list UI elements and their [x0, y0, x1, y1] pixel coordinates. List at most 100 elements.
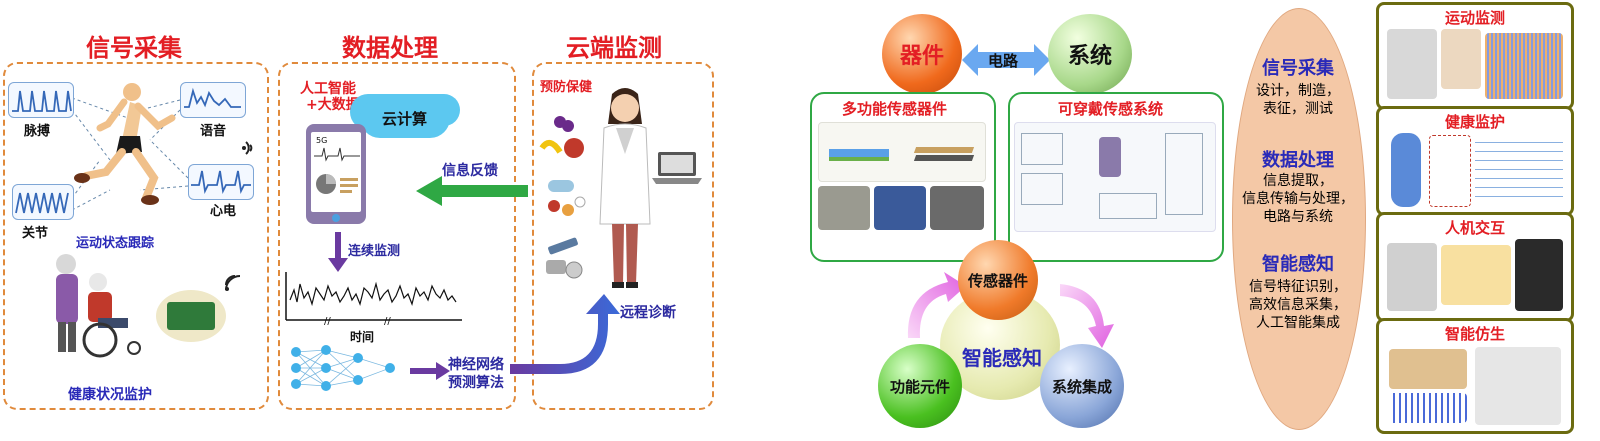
signal-time-plot: // //	[285, 272, 462, 326]
signal-acquisition-title: 信号采集	[86, 34, 182, 62]
robot-arm-image	[1475, 347, 1561, 425]
elderly-wheelchair-figure	[56, 254, 141, 358]
pulse-label: 脉搏	[24, 124, 51, 139]
system-integration-sphere: 系统集成	[1040, 344, 1124, 428]
functional-component-label: 功能元件	[889, 377, 950, 396]
cloud-monitoring-title: 云端监测	[566, 34, 662, 62]
joint-label: 关节	[22, 226, 49, 241]
continuous-monitoring-label: 连续监测	[348, 244, 401, 259]
device-sphere: 器件	[882, 14, 962, 94]
system-sphere: 系统	[1048, 14, 1132, 94]
ecg-label: 心电	[210, 204, 237, 219]
panel-title-motion: 运动监测	[1444, 9, 1505, 27]
runner-figure	[74, 83, 176, 205]
sensor-device-label: 传感器件	[967, 271, 1028, 290]
wifi-icon	[225, 275, 241, 291]
laptop-icon	[652, 152, 702, 184]
panel-health-monitoring: 健康监护	[1376, 106, 1574, 216]
data-processing-title: 数据处理	[342, 34, 438, 62]
multifunction-sensor-title: 多功能传感器件	[842, 100, 948, 118]
medical-devices-icon	[546, 237, 583, 279]
exercise-bike-image	[1387, 29, 1437, 99]
circuit-label: 电路	[988, 52, 1019, 70]
cloud-computing-label: 云计算	[382, 110, 428, 128]
cycle-arrow-right	[1060, 284, 1114, 348]
signal-strips-image	[1389, 393, 1467, 423]
neural-network-label-line2: 预测算法	[448, 375, 504, 391]
system-integration-label: 系统集成	[1051, 377, 1112, 396]
neural-net-diagram	[1441, 245, 1511, 305]
data-processing-frame	[278, 62, 516, 410]
multifunction-sensor-box	[810, 92, 996, 262]
intelligent-sensing-label: 智能感知	[962, 346, 1042, 370]
ecg-waveform	[188, 164, 254, 200]
panel-title-health: 健康监护	[1444, 113, 1505, 131]
ellipse-text-3b: 高效信息采集，	[1249, 297, 1347, 313]
phone-home-button	[332, 214, 340, 222]
remote-diagnosis-label: 远程诊断	[620, 305, 676, 321]
svg-text://: //	[384, 316, 391, 326]
sensor-chip-photo	[156, 290, 226, 342]
panel-human-machine: 人机交互	[1376, 212, 1574, 322]
ellipse-text-1b: 表征，测试	[1263, 101, 1333, 117]
feedback-arrow	[416, 176, 528, 206]
system-label: 系统	[1067, 44, 1112, 69]
sensor-glove-image	[1387, 243, 1437, 311]
joint-waveform	[12, 184, 74, 220]
motion-tracking-label: 运动状态跟踪	[76, 236, 155, 251]
signal-acquisition-frame	[3, 62, 269, 410]
human-body-image	[1391, 133, 1421, 207]
panel-title-bionic: 智能仿生	[1444, 325, 1505, 343]
wearable-system-box	[1008, 92, 1224, 262]
remote-diagnosis-arrow	[510, 294, 620, 374]
cloud-computing-bubble	[360, 98, 450, 138]
neural-network-label-line1: 神经网络	[448, 357, 504, 373]
ellipse-text-2b: 信息传输与处理，	[1242, 191, 1354, 207]
phone-pie-chart	[316, 174, 358, 194]
tactile-array-image	[1389, 349, 1467, 389]
wearable-system-illustration	[1014, 122, 1216, 232]
pills-icon	[548, 180, 586, 216]
ellipse-text-2c: 电路与系统	[1263, 209, 1333, 225]
svg-text://: //	[324, 316, 331, 326]
right-arrow	[410, 362, 450, 380]
prevention-label: 预防保健	[540, 80, 593, 95]
ellipse-heading-signal: 信号采集	[1262, 58, 1334, 79]
phone-5g-label: 5G	[316, 136, 328, 145]
ellipse-heading-sensing: 智能感知	[1262, 254, 1334, 275]
down-arrow	[328, 232, 348, 272]
sensor-photo-3	[930, 186, 984, 230]
ellipse-text-3a: 信号特征识别，	[1249, 279, 1347, 295]
ellipse-text-1a: 设计，制造，	[1256, 83, 1340, 99]
sensor-photo-2	[874, 186, 926, 230]
wearable-system-title: 可穿戴传感系统	[1058, 100, 1164, 118]
doctor-figure	[599, 88, 651, 288]
panel-motion-monitoring: 运动监测	[1376, 2, 1574, 110]
health-signal-plots	[1475, 135, 1563, 205]
sensor-layer-illustration	[818, 122, 986, 182]
sensor-device-sphere: 传感器件	[958, 240, 1038, 320]
info-feedback-label: 信息反馈	[442, 163, 498, 179]
neural-network	[291, 345, 395, 391]
phone-device	[306, 124, 366, 224]
summary-ellipse	[1232, 8, 1366, 430]
ellipse-text-2a: 信息提取，	[1263, 173, 1333, 189]
circuit-double-arrow	[962, 44, 1050, 76]
time-axis-label: 时间	[350, 330, 375, 344]
vital-signs-icons	[1429, 135, 1471, 207]
ai-label-line2: +大数据	[306, 97, 360, 113]
sensor-photo-1	[818, 186, 870, 230]
phone-ecg-trace	[314, 147, 360, 162]
wrist-sensor-image	[1441, 29, 1481, 89]
fruits-icon	[539, 116, 584, 158]
device-label: 器件	[899, 44, 944, 69]
voice-waveform	[180, 82, 246, 118]
ellipse-text-3c: 人工智能集成	[1256, 315, 1340, 331]
voice-label: 语音	[200, 124, 227, 139]
cycle-arrow-left	[907, 272, 966, 338]
functional-component-sphere: 功能元件	[878, 344, 962, 428]
wifi-icon	[242, 141, 253, 155]
panel-biomimetic: 智能仿生	[1376, 318, 1574, 434]
panel-title-hmi: 人机交互	[1444, 219, 1505, 237]
health-monitoring-label: 健康状况监护	[68, 387, 152, 403]
